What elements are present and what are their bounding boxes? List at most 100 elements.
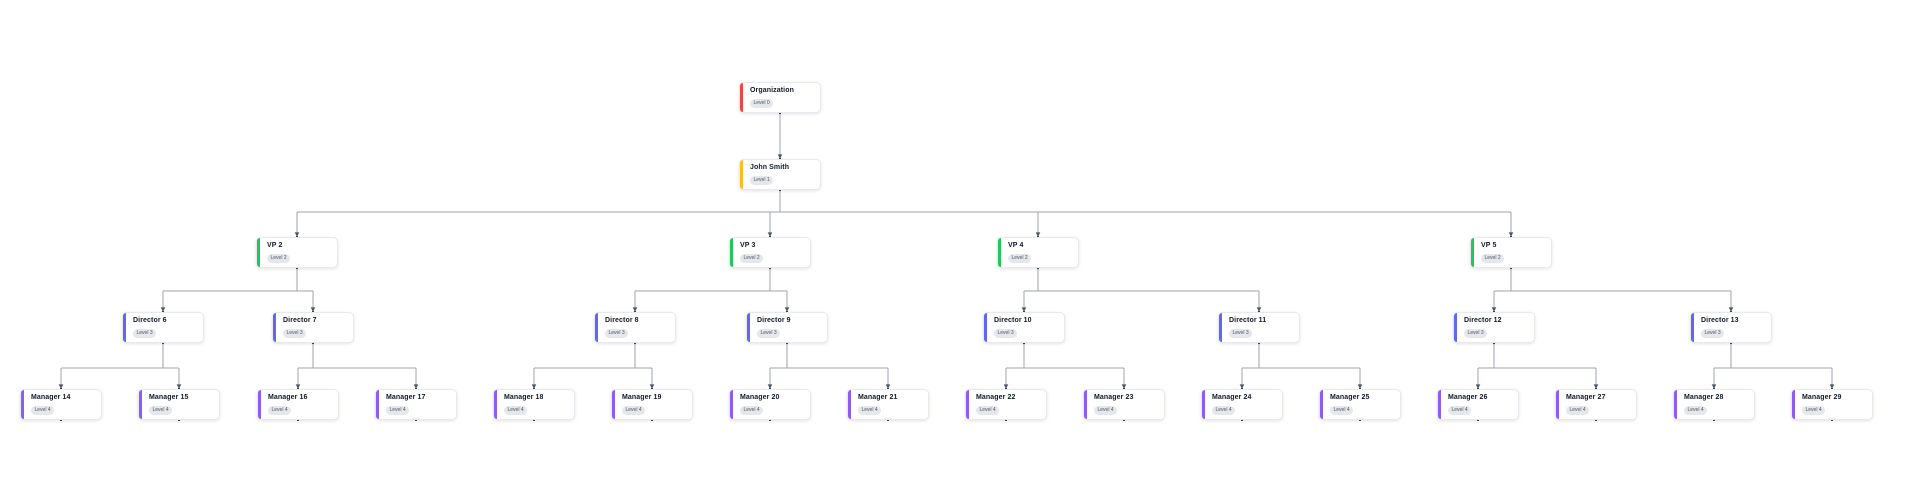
org-node-director-13[interactable]: Director 13 Level 3 [1690,312,1772,343]
org-node-manager-22[interactable]: Manager 22 Level 4 [965,389,1047,420]
level-accent-bar [595,313,598,342]
node-title: Manager 26 [1448,394,1488,401]
level-badge: Level 4 [740,406,764,415]
org-node-director-7[interactable]: Director 7 Level 3 [272,312,354,343]
org-node-manager-23[interactable]: Manager 23 Level 4 [1083,389,1165,420]
org-node-director-9[interactable]: Director 9 Level 3 [746,312,828,343]
node-title: Manager 23 [1094,394,1134,401]
level-accent-bar [1320,390,1323,419]
org-node-vp-2[interactable]: VP 2 Level 2 [256,237,338,268]
org-node-manager-16[interactable]: Manager 16 Level 4 [257,389,339,420]
org-node-vp-4[interactable]: VP 4 Level 2 [997,237,1079,268]
org-node-manager-29[interactable]: Manager 29 Level 4 [1791,389,1873,420]
node-title: Manager 21 [858,394,898,401]
level-badge: Level 3 [1464,329,1488,338]
level-accent-bar [1792,390,1795,419]
org-node-director-10[interactable]: Director 10 Level 3 [983,312,1065,343]
level-accent-bar [257,238,260,267]
org-node-manager-24[interactable]: Manager 24 Level 4 [1201,389,1283,420]
org-node-manager-26[interactable]: Manager 26 Level 4 [1437,389,1519,420]
node-title: Director 12 [1464,317,1502,324]
node-title: VP 3 [740,242,756,249]
level-badge: Level 3 [1701,329,1725,338]
node-title: Director 7 [283,317,317,324]
level-accent-bar [1219,313,1222,342]
node-title: Manager 15 [149,394,189,401]
org-node-director-6[interactable]: Director 6 Level 3 [122,312,204,343]
org-node-manager-14[interactable]: Manager 14 Level 4 [20,389,102,420]
org-node-manager-27[interactable]: Manager 27 Level 4 [1555,389,1637,420]
level-badge: Level 3 [283,329,307,338]
node-title: Director 10 [994,317,1032,324]
level-badge: Level 4 [1330,406,1354,415]
level-accent-bar [376,390,379,419]
level-badge: Level 4 [1094,406,1118,415]
node-title: Manager 24 [1212,394,1252,401]
level-badge: Level 3 [605,329,629,338]
node-title: Director 13 [1701,317,1739,324]
node-title: Manager 22 [976,394,1016,401]
org-node-director-8[interactable]: Director 8 Level 3 [594,312,676,343]
level-accent-bar [740,160,743,189]
level-badge: Level 4 [1802,406,1826,415]
node-title: Director 8 [605,317,639,324]
org-node-vp-5[interactable]: VP 5 Level 2 [1470,237,1552,268]
level-badge: Level 2 [1481,254,1505,263]
level-accent-bar [1556,390,1559,419]
org-node-manager-19[interactable]: Manager 19 Level 4 [611,389,693,420]
org-node-manager-21[interactable]: Manager 21 Level 4 [847,389,929,420]
level-accent-bar [1202,390,1205,419]
level-badge: Level 4 [386,406,410,415]
node-title: Manager 16 [268,394,308,401]
node-title: Organization [750,87,794,94]
level-badge: Level 0 [750,99,774,108]
level-accent-bar [984,313,987,342]
level-badge: Level 4 [622,406,646,415]
level-accent-bar [740,83,743,112]
org-node-manager-28[interactable]: Manager 28 Level 4 [1673,389,1755,420]
node-title: Manager 29 [1802,394,1842,401]
level-badge: Level 4 [149,406,173,415]
node-title: VP 4 [1008,242,1024,249]
level-badge: Level 1 [750,176,774,185]
org-node-manager-17[interactable]: Manager 17 Level 4 [375,389,457,420]
level-accent-bar [1471,238,1474,267]
org-node-john-smith[interactable]: John Smith Level 1 [739,159,821,190]
node-title: John Smith [750,164,790,171]
level-accent-bar [730,390,733,419]
level-badge: Level 3 [133,329,157,338]
node-title: Director 6 [133,317,167,324]
level-accent-bar [612,390,615,419]
level-badge: Level 4 [976,406,1000,415]
node-title: Director 11 [1229,317,1267,324]
org-node-organization[interactable]: Organization Level 0 [739,82,821,113]
node-title: Manager 19 [622,394,662,401]
level-accent-bar [1454,313,1457,342]
org-node-manager-18[interactable]: Manager 18 Level 4 [493,389,575,420]
node-title: VP 5 [1481,242,1497,249]
org-node-director-12[interactable]: Director 12 Level 3 [1453,312,1535,343]
node-title: Director 9 [757,317,791,324]
level-accent-bar [21,390,24,419]
level-accent-bar [258,390,261,419]
level-badge: Level 4 [1448,406,1472,415]
level-accent-bar [998,238,1001,267]
level-accent-bar [730,238,733,267]
level-accent-bar [966,390,969,419]
org-node-vp-3[interactable]: VP 3 Level 2 [729,237,811,268]
level-badge: Level 4 [1684,406,1708,415]
org-node-manager-25[interactable]: Manager 25 Level 4 [1319,389,1401,420]
org-node-director-11[interactable]: Director 11 Level 3 [1218,312,1300,343]
level-badge: Level 4 [1566,406,1590,415]
org-node-manager-15[interactable]: Manager 15 Level 4 [138,389,220,420]
org-node-manager-20[interactable]: Manager 20 Level 4 [729,389,811,420]
level-accent-bar [273,313,276,342]
level-badge: Level 3 [757,329,781,338]
node-title: Manager 17 [386,394,426,401]
node-title: Manager 20 [740,394,780,401]
level-accent-bar [1438,390,1441,419]
node-title: Manager 25 [1330,394,1370,401]
level-badge: Level 4 [504,406,528,415]
